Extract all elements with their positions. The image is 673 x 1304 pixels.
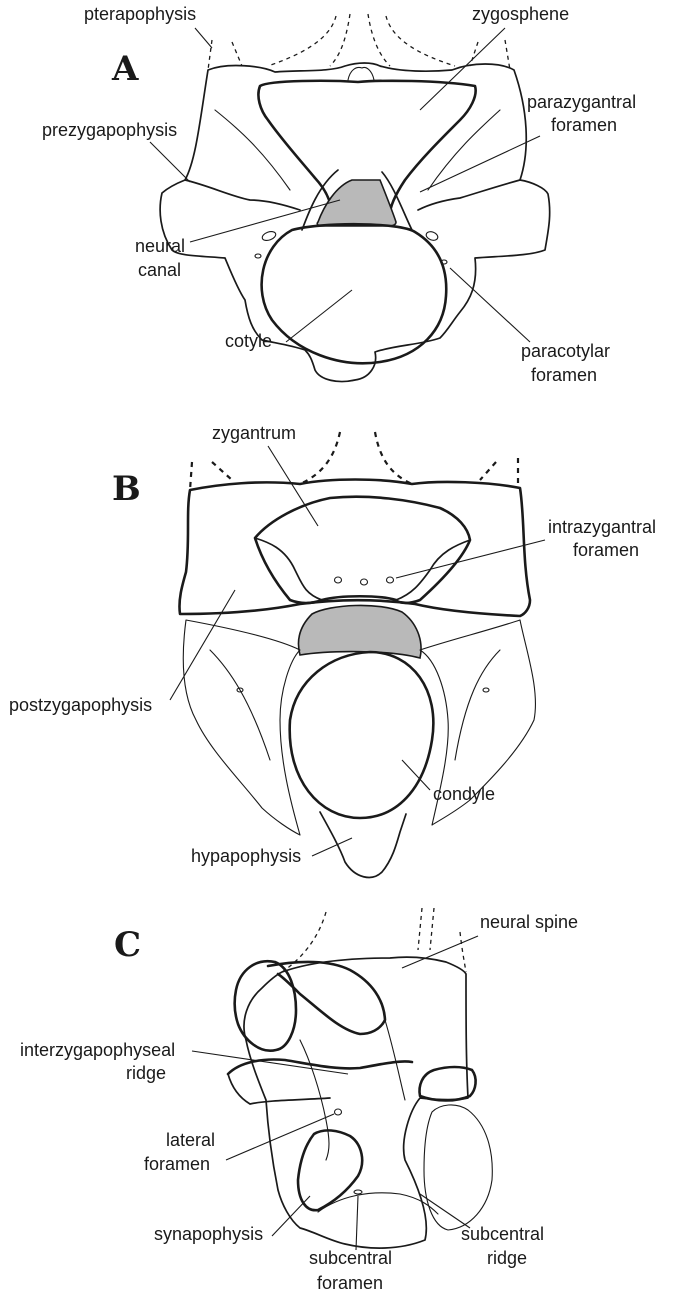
label-subcentral-ridge-1: subcentral bbox=[461, 1224, 544, 1244]
c-inner-contour-2 bbox=[385, 1020, 405, 1100]
leader-subcentral-foramen bbox=[356, 1196, 358, 1250]
zygosphene-c bbox=[268, 962, 385, 1034]
leader-paracotylar bbox=[450, 268, 530, 342]
postzyg-left-wing bbox=[183, 620, 300, 835]
pterapophysis-right-dash bbox=[470, 42, 478, 66]
paracotylar-foramen-left-small bbox=[255, 254, 261, 258]
spine-b-dash-2 bbox=[212, 462, 232, 480]
leader-neural-canal bbox=[190, 200, 340, 242]
panel-a-letter: A bbox=[111, 49, 139, 89]
zygosphene-notch bbox=[348, 68, 374, 81]
label-prezygapophysis: prezygapophysis bbox=[42, 120, 177, 140]
leader-hypapophysis bbox=[312, 838, 352, 856]
zygantrum-right-inner bbox=[396, 540, 470, 600]
postzyg-left-ridge bbox=[210, 650, 270, 760]
label-subcentral-foramen-2: foramen bbox=[317, 1273, 383, 1293]
prezyg-left-facet bbox=[185, 180, 300, 210]
label-condyle: condyle bbox=[433, 784, 495, 804]
zygantrum-left-inner bbox=[255, 538, 322, 600]
intrazygantral-foramen-2 bbox=[361, 579, 368, 585]
spine-b-dash-5 bbox=[480, 462, 496, 480]
label-neural-canal-1: neural bbox=[135, 236, 185, 256]
spine-dash-left-inner bbox=[330, 14, 350, 66]
prezyg-right-ridge bbox=[428, 110, 500, 190]
leader-parazygantral bbox=[420, 136, 540, 192]
label-subcentral-ridge-2: ridge bbox=[487, 1248, 527, 1268]
condyle-c bbox=[424, 1105, 492, 1230]
label-intrazygantral-2: foramen bbox=[573, 540, 639, 560]
label-zygantrum: zygantrum bbox=[212, 423, 296, 443]
prezyg-c-facet bbox=[235, 961, 296, 1050]
foramen-b-right bbox=[483, 688, 489, 692]
pterapophysis-left-dash2 bbox=[232, 42, 242, 66]
leader-zygosphene bbox=[420, 28, 505, 110]
leader-zygantrum bbox=[268, 446, 318, 526]
neural-canal-b bbox=[299, 605, 422, 658]
leader-pterapophysis bbox=[195, 28, 212, 48]
label-neural-spine: neural spine bbox=[480, 912, 578, 932]
label-neural-canal-2: canal bbox=[138, 260, 181, 280]
spine-dash-right-inner bbox=[368, 14, 390, 66]
leader-interzyg bbox=[192, 1051, 348, 1074]
label-zygosphene: zygosphene bbox=[472, 4, 569, 24]
pterapophysis-right-dash2 bbox=[505, 40, 510, 70]
panel-b-letter: B bbox=[112, 469, 141, 509]
subcentral-foramen bbox=[354, 1190, 362, 1194]
zygantrum-outline bbox=[255, 497, 470, 603]
prezyg-left-ridge bbox=[215, 110, 290, 190]
label-interzyg-2: ridge bbox=[126, 1063, 166, 1083]
intrazygantral-foramen-3 bbox=[387, 577, 394, 583]
label-parazygantral-2: foramen bbox=[551, 115, 617, 135]
spine-dash-left-outer bbox=[268, 16, 336, 66]
spine-c-dash-2 bbox=[418, 908, 422, 950]
leader-lateral bbox=[226, 1114, 334, 1160]
label-parazygantral-1: parazygantral bbox=[527, 92, 636, 112]
label-intrazygantral-1: intrazygantral bbox=[548, 517, 656, 537]
panel-a: A pterapophysis zygosph bbox=[42, 4, 636, 385]
leader-intrazygantral bbox=[396, 540, 545, 578]
label-pterapophysis: pterapophysis bbox=[84, 4, 196, 24]
intrazygantral-foramen-1 bbox=[335, 577, 342, 583]
paracotylar-foramen-left bbox=[261, 230, 277, 242]
interzyg-lower bbox=[228, 1074, 330, 1104]
label-cotyle: cotyle bbox=[225, 331, 272, 351]
leader-subcentral-ridge bbox=[420, 1194, 470, 1228]
prezyg-right-facet bbox=[418, 180, 520, 210]
label-hypapophysis: hypapophysis bbox=[191, 846, 301, 866]
spine-c-dash-4 bbox=[460, 932, 466, 972]
leader-prezygapophysis bbox=[150, 142, 190, 182]
label-subcentral-foramen-1: subcentral bbox=[309, 1248, 392, 1268]
leader-cotyle bbox=[286, 290, 352, 342]
label-paracotylar-1: paracotylar bbox=[521, 341, 610, 361]
spine-c-dash-3 bbox=[430, 908, 434, 950]
label-paracotylar-2: foramen bbox=[531, 365, 597, 385]
spine-dash-right-outer bbox=[386, 16, 455, 66]
panel-b: B zygantrum intrazygan bbox=[9, 423, 656, 877]
condyle-outline bbox=[290, 652, 434, 818]
leader-neural-spine bbox=[402, 936, 478, 968]
label-lateral-1: lateral bbox=[166, 1130, 215, 1150]
label-postzygapophysis: postzygapophysis bbox=[9, 695, 152, 715]
lateral-foramen bbox=[335, 1109, 342, 1115]
label-synapophysis: synapophysis bbox=[154, 1224, 263, 1244]
label-interzyg-1: interzygapophyseal bbox=[20, 1040, 175, 1060]
spine-b-dash-3 bbox=[300, 432, 340, 484]
panel-c: C neural spine interzyg bbox=[20, 908, 578, 1293]
postzyg-right-ridge bbox=[455, 650, 500, 760]
hypapophysis-outline bbox=[320, 812, 406, 877]
panel-c-letter: C bbox=[114, 925, 141, 965]
vertebra-c-outline bbox=[244, 957, 468, 1248]
spine-b-dash-1 bbox=[190, 462, 192, 490]
spine-b-dash-4 bbox=[375, 432, 412, 484]
label-lateral-2: foramen bbox=[144, 1154, 210, 1174]
